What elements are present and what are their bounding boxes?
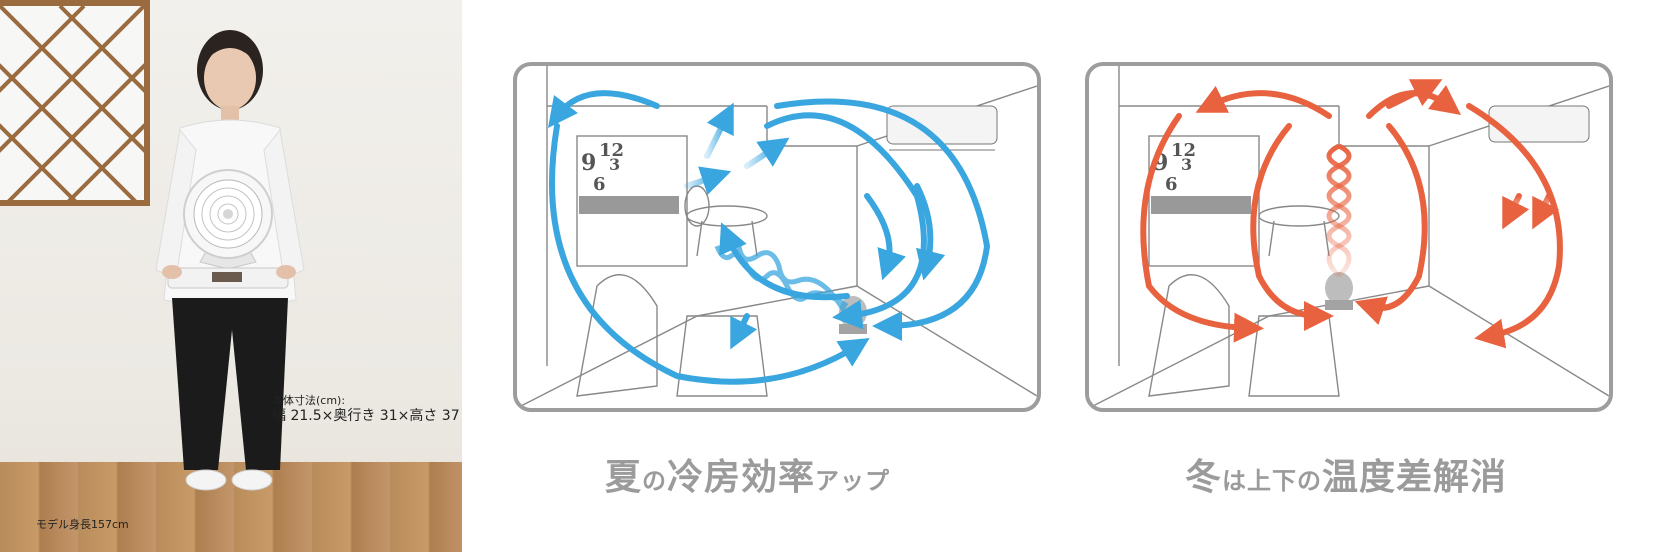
- dimensions-value: 幅 21.5×奥行き 31×高さ 37: [272, 407, 460, 424]
- dimensions-label: 本体寸法(cm):: [272, 394, 346, 407]
- model-height-caption: モデル身長157cm: [36, 518, 129, 531]
- wall-shelf: [1151, 196, 1251, 214]
- product-photo: 本体寸法(cm): 幅 21.5×奥行き 31×高さ 37 モデル身長157cm: [0, 0, 462, 552]
- svg-text:12: 12: [599, 140, 624, 161]
- circulator-fan-icon: [1325, 272, 1353, 310]
- wall-clock: 12 9 3 6: [581, 140, 624, 195]
- air-conditioner: [1488, 105, 1590, 143]
- lattice-window: [0, 0, 150, 206]
- air-conditioner: [886, 105, 998, 145]
- winter-caption: 冬は上下の温度差解消: [1185, 457, 1508, 498]
- summer-caption: 夏の冷房効率アップ: [605, 457, 891, 498]
- warm-spiral: [1326, 143, 1352, 278]
- svg-text:3: 3: [1181, 155, 1192, 174]
- wall-shelf: [579, 196, 679, 214]
- warm-airflow-arrows: [1140, 79, 1563, 349]
- summer-airflow-diagram: 12 9 3 6: [513, 62, 1041, 412]
- model-holding-fan: [155, 30, 305, 491]
- svg-text:9: 9: [581, 150, 596, 176]
- svg-text:3: 3: [609, 155, 620, 174]
- svg-text:12: 12: [1171, 140, 1196, 161]
- winter-airflow-diagram: 12 9 3 6: [1085, 62, 1613, 412]
- svg-text:6: 6: [1165, 174, 1178, 195]
- svg-text:6: 6: [593, 174, 606, 195]
- dimensions-caption: 本体寸法(cm): 幅 21.5×奥行き 31×高さ 37: [272, 394, 460, 425]
- cool-spiral: [714, 232, 850, 318]
- wooden-floor: [0, 462, 462, 552]
- wall-clock: 12 9 3 6: [1153, 140, 1196, 195]
